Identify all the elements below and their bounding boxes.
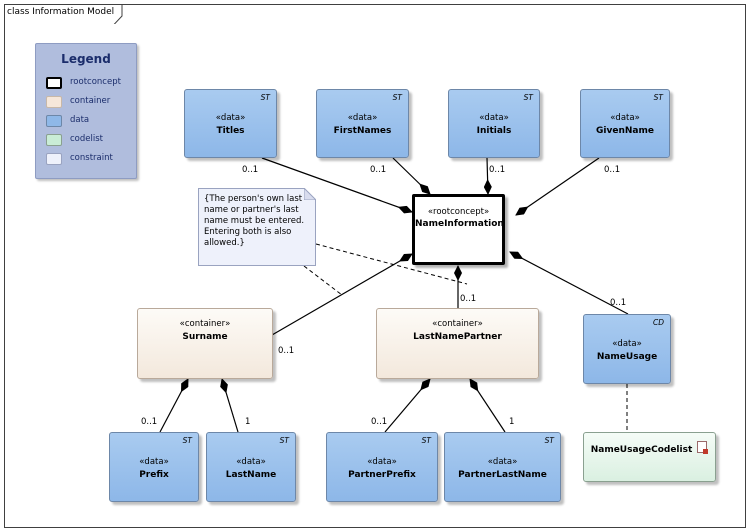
class-name: LastName bbox=[225, 470, 277, 480]
note-fold-icon bbox=[304, 188, 316, 200]
class-name: Prefix bbox=[139, 470, 169, 480]
multiplicity-lastnamepartner: 0..1 bbox=[460, 294, 477, 304]
stereotype-label: «data» bbox=[139, 457, 169, 467]
legend-label: data bbox=[70, 115, 90, 125]
multiplicity-firstnames: 0..1 bbox=[370, 165, 387, 175]
assoc-nameusage bbox=[509, 251, 629, 315]
class-nameusagecodelist[interactable]: NameUsageCodelist bbox=[583, 432, 716, 482]
multiplicity-nameusage: 0..1 bbox=[610, 298, 627, 308]
type-tag: ST bbox=[182, 436, 192, 445]
assoc-titles bbox=[261, 157, 413, 214]
constraint-note[interactable]: {The person's own last name or partner's… bbox=[198, 188, 316, 266]
codelist-icon bbox=[697, 441, 708, 454]
stereotype-label: «data» bbox=[487, 457, 518, 467]
assoc-surname bbox=[271, 253, 413, 336]
multiplicity-initials: 0..1 bbox=[489, 165, 506, 175]
stereotype-label: «data» bbox=[479, 113, 509, 123]
class-lastname[interactable]: ST «data» LastName bbox=[206, 432, 296, 502]
assoc-partnerlastname bbox=[469, 378, 506, 433]
class-firstnames[interactable]: ST «data» FirstNames bbox=[316, 89, 409, 158]
class-name: NameInformation bbox=[415, 219, 504, 229]
multiplicity-surname: 0..1 bbox=[278, 346, 295, 356]
assoc-prefix bbox=[159, 378, 189, 433]
legend-swatch bbox=[46, 77, 62, 89]
frame-title: class Information Model bbox=[7, 7, 115, 17]
legend-swatch bbox=[46, 134, 62, 146]
multiplicity-partnerprefix: 0..1 bbox=[371, 417, 388, 427]
type-tag: ST bbox=[392, 93, 402, 102]
type-tag: CD bbox=[652, 318, 664, 327]
note-line: Entering both is also bbox=[204, 227, 292, 237]
class-lastnamepartner[interactable]: «container» LastNamePartner bbox=[376, 308, 539, 379]
class-surname[interactable]: «container» Surname bbox=[137, 308, 273, 379]
type-tag: ST bbox=[544, 436, 554, 445]
note-link-1 bbox=[315, 243, 468, 285]
class-name: NameUsage bbox=[596, 352, 658, 362]
type-tag: ST bbox=[279, 436, 289, 445]
class-name: FirstNames bbox=[333, 126, 392, 136]
legend-label: rootconcept bbox=[70, 77, 121, 87]
stereotype-label: «container» bbox=[179, 319, 231, 329]
stereotype-label: «data» bbox=[367, 457, 397, 467]
assoc-firstnames bbox=[392, 157, 431, 195]
multiplicity-titles: 0..1 bbox=[242, 165, 259, 175]
note-line: {The person's own last bbox=[204, 194, 303, 204]
class-name: NameUsageCodelist bbox=[590, 445, 693, 455]
stereotype-label: «rootconcept» bbox=[427, 207, 490, 217]
stereotype-label: «data» bbox=[215, 113, 246, 123]
diagram-frame bbox=[4, 4, 746, 528]
assoc-initials bbox=[483, 157, 492, 195]
stereotype-label: «data» bbox=[610, 113, 640, 123]
multiplicity-givenname: 0..1 bbox=[604, 165, 621, 175]
multiplicity-lastname: 1 bbox=[245, 417, 251, 427]
class-name: PartnerPrefix bbox=[348, 470, 416, 480]
legend-label: container bbox=[70, 96, 111, 106]
legend-label: codelist bbox=[70, 134, 103, 144]
legend-title: Legend bbox=[61, 52, 111, 66]
assoc-lastname bbox=[220, 378, 239, 433]
class-name: LastNamePartner bbox=[413, 332, 502, 342]
note-line: name must be entered. bbox=[204, 216, 305, 226]
legend-label: constraint bbox=[70, 153, 113, 163]
class-givenname[interactable]: ST «data» GivenName bbox=[580, 89, 670, 158]
class-name: PartnerLastName bbox=[458, 470, 547, 480]
note-line: allowed.} bbox=[204, 238, 245, 248]
legend-swatch bbox=[46, 153, 62, 165]
assoc-partnerprefix bbox=[384, 378, 431, 433]
legend-swatch bbox=[46, 96, 62, 108]
class-partnerprefix[interactable]: ST «data» PartnerPrefix bbox=[326, 432, 438, 502]
class-name: Initials bbox=[476, 126, 512, 136]
stereotype-label: «data» bbox=[612, 339, 642, 349]
class-name: Titles bbox=[216, 126, 245, 136]
type-tag: ST bbox=[523, 93, 533, 102]
type-tag: ST bbox=[260, 93, 270, 102]
class-name: GivenName bbox=[596, 126, 654, 136]
stereotype-label: «container» bbox=[432, 319, 483, 329]
note-line: name or partner's last bbox=[204, 205, 299, 215]
class-name: Surname bbox=[182, 332, 228, 342]
multiplicity-prefix: 0..1 bbox=[141, 417, 158, 427]
class-prefix[interactable]: ST «data» Prefix bbox=[109, 432, 199, 502]
class-partnerlastname[interactable]: ST «data» PartnerLastName bbox=[444, 432, 561, 502]
legend: Legend rootconcept container data codeli… bbox=[35, 43, 137, 179]
stereotype-label: «data» bbox=[347, 113, 378, 123]
class-nameinformation[interactable]: «rootconcept» NameInformation bbox=[412, 194, 505, 265]
assoc-givenname bbox=[515, 157, 600, 216]
note-link-2 bbox=[303, 265, 343, 296]
class-titles[interactable]: ST «data» Titles bbox=[184, 89, 277, 158]
multiplicity-partnerlastname: 1 bbox=[509, 417, 515, 427]
frame-tab bbox=[4, 4, 123, 24]
legend-swatch bbox=[46, 115, 62, 127]
class-nameusage[interactable]: CD «data» NameUsage bbox=[583, 314, 671, 384]
stereotype-label: «data» bbox=[236, 457, 266, 467]
type-tag: ST bbox=[421, 436, 431, 445]
type-tag: ST bbox=[653, 93, 663, 102]
class-initials[interactable]: ST «data» Initials bbox=[448, 89, 540, 158]
